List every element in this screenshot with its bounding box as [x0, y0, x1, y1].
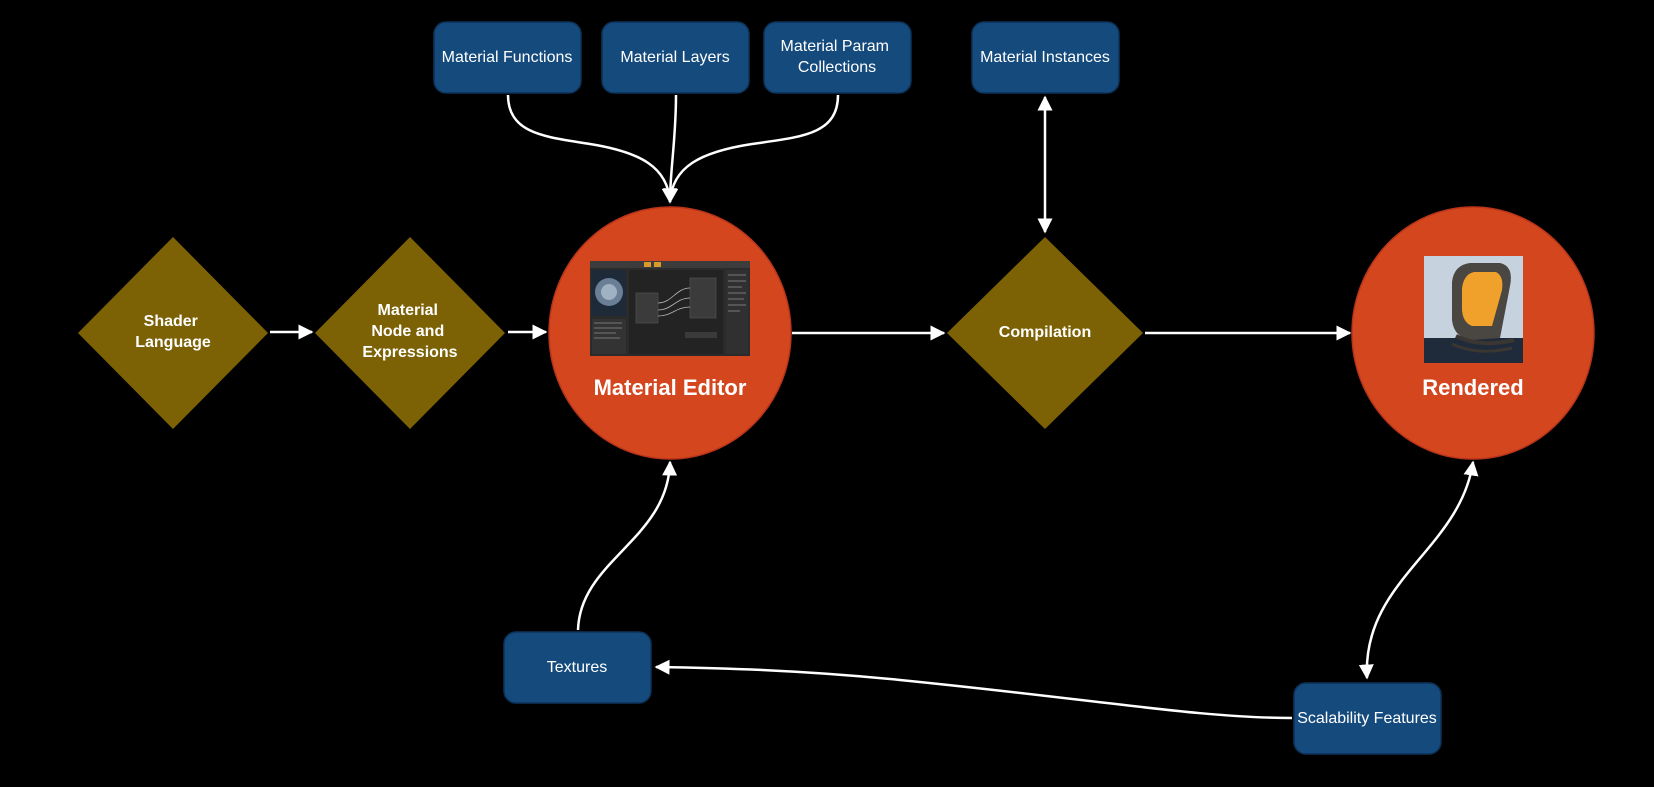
shader-language-line-2: Language — [135, 334, 211, 351]
edge-textures-to-editor — [576, 460, 678, 631]
node-material-layers[interactable]: Material Layers — [601, 21, 750, 94]
node-compilation[interactable]: Compilation — [947, 237, 1143, 429]
material-node-expressions-label: Material Node and Expressions — [362, 302, 457, 361]
node-material-functions[interactable]: Material Functions — [433, 21, 582, 94]
material-editor-label: Material Editor — [594, 375, 747, 400]
material-param-collections-line-1: Material Param — [781, 38, 889, 55]
scalability-features-label: Scalability Features — [1297, 710, 1437, 727]
node-material-node-expressions[interactable]: Material Node and Expressions — [315, 237, 505, 429]
material-node-expressions-line-1: Material — [378, 302, 438, 319]
material-functions-label: Material Functions — [442, 49, 573, 66]
shader-language-label: Shader Language — [135, 313, 211, 351]
node-material-editor[interactable]: Material Editor — [548, 206, 792, 460]
shader-language-line-1: Shader — [144, 313, 198, 330]
rendered-chair-thumbnail — [1424, 256, 1523, 363]
material-param-collections-line-2: Collections — [798, 59, 876, 76]
node-scalability-features[interactable]: Scalability Features — [1293, 682, 1442, 755]
edge-functions-to-editor — [506, 94, 677, 204]
node-rendered[interactable]: Rendered — [1351, 206, 1595, 460]
edge-scalability-rendered — [1358, 460, 1479, 680]
material-layers-label: Material Layers — [620, 49, 729, 66]
node-shader-language[interactable]: Shader Language — [78, 237, 268, 429]
rendered-label: Rendered — [1422, 375, 1523, 400]
node-material-instances[interactable]: Material Instances — [971, 21, 1120, 94]
edge-scalability-to-textures — [654, 659, 1293, 720]
editor-screenshot-thumbnail — [590, 261, 750, 356]
node-material-param-collections[interactable]: Material Param Collections — [763, 21, 912, 94]
material-instances-label: Material Instances — [980, 49, 1110, 66]
edge-param-collections-to-editor — [663, 94, 840, 204]
edges — [270, 94, 1479, 720]
compilation-label: Compilation — [999, 324, 1091, 341]
textures-label: Textures — [547, 659, 607, 676]
material-node-expressions-line-3: Expressions — [362, 344, 457, 361]
material-node-expressions-line-2: Node and — [371, 323, 444, 340]
material-param-collections-label: Material Param Collections — [781, 38, 894, 76]
node-textures[interactable]: Textures — [503, 631, 652, 704]
